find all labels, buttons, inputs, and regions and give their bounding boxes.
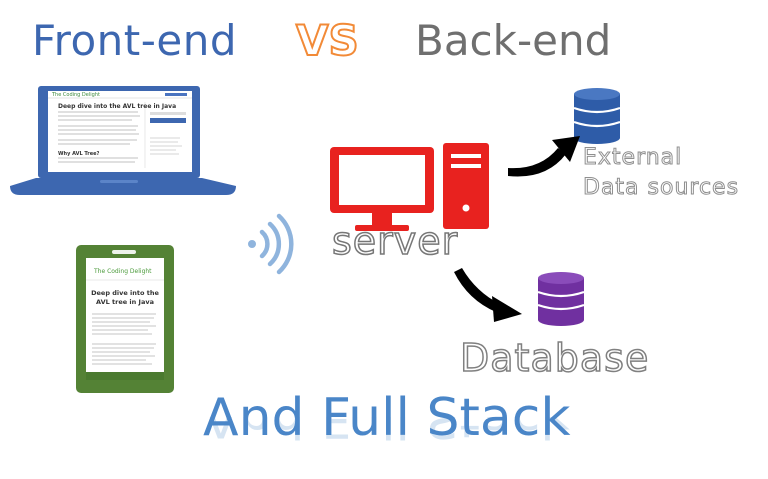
laptop-screen-brand: The Coding Delight	[52, 92, 100, 98]
full-stack-reflection: And Full Stack	[203, 417, 571, 448]
phone-screen-brand: The Coding Delight	[94, 268, 152, 275]
laptop-icon	[10, 86, 236, 195]
external-label-line2: Data sources	[582, 175, 740, 201]
arrow-icon	[508, 136, 580, 177]
mobile-phone-icon	[76, 245, 174, 393]
database-label: Database	[459, 335, 650, 381]
database-icon	[537, 272, 585, 326]
external-database-icon	[573, 88, 621, 144]
front-end-heading: Front-end	[32, 16, 238, 65]
external-label-line1: External	[582, 145, 683, 171]
laptop-screen-title: Deep dive into the AVL tree in Java	[58, 103, 177, 110]
server-computer-icon	[330, 143, 489, 231]
laptop-screen-subtitle: Why AVL Tree?	[58, 151, 100, 157]
phone-screen-title: Deep dive into the AVL tree in Java	[91, 289, 159, 306]
external-data-sources-label: External Data sources	[582, 143, 740, 203]
arrow-icon	[454, 268, 522, 322]
vs-heading: VS	[295, 15, 360, 66]
back-end-heading: Back-end	[415, 16, 612, 65]
server-label: server	[331, 218, 459, 264]
full-stack-heading: And Full Stack	[203, 388, 571, 448]
wifi-signal-icon	[248, 213, 294, 275]
